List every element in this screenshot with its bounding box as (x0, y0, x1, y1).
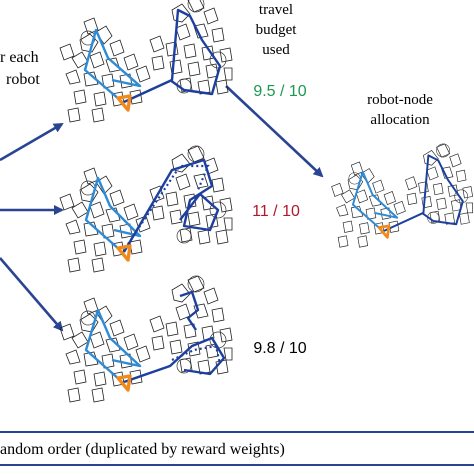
scenario-3-route-extra (171, 344, 222, 365)
left-label: r each robot (0, 49, 40, 88)
scenario-3-depot (116, 374, 132, 392)
scenario-1-depot (116, 94, 132, 112)
scenario-2-graph (59, 145, 233, 273)
arrow-to-scenario-1 (0, 122, 64, 162)
allocation-depot (377, 224, 391, 239)
footer-caption: andom order (duplicated by reward weight… (0, 441, 285, 458)
scenario-1-graph (59, 0, 233, 123)
scenario-1-budget: 9.5 / 10 (253, 83, 306, 100)
scenario-3-route-robot-a (84, 308, 142, 381)
budget-header: travel budget used (256, 2, 298, 58)
scenario-2-route-conflict (127, 164, 210, 245)
allocation-route-robot-a (351, 170, 399, 230)
allocation-label-line2: allocation (370, 112, 430, 128)
scenario-1-route-robot-b (123, 8, 222, 104)
left-label-line2: robot (6, 71, 40, 88)
budget-header-line3: used (262, 42, 290, 58)
scenario-1-route-robot-a (83, 28, 142, 101)
allocation-graph (331, 143, 473, 248)
allocation-label-line1: robot-node (367, 92, 433, 108)
scenario-3-route-robot-b (123, 336, 226, 384)
allocation-label: robot-node allocation (367, 92, 433, 128)
flow-arrows (0, 85, 324, 332)
scenario-3-graph (59, 275, 233, 403)
arrow-to-allocation (225, 85, 324, 178)
left-label-line1: r each (0, 49, 39, 66)
scenario-2-depot (116, 244, 132, 262)
budget-header-line1: travel (259, 2, 293, 18)
allocation-route-robot-b (383, 154, 464, 232)
scenario-2-route-robot-a (84, 176, 142, 251)
arrow-to-scenario-3 (0, 257, 64, 332)
scenario-2-budget: 11 / 10 (252, 203, 300, 220)
scenario-3-budget: 9.8 / 10 (253, 340, 306, 357)
budget-header-line2: budget (256, 22, 298, 38)
scenario-3-route-robot-c (179, 290, 200, 331)
